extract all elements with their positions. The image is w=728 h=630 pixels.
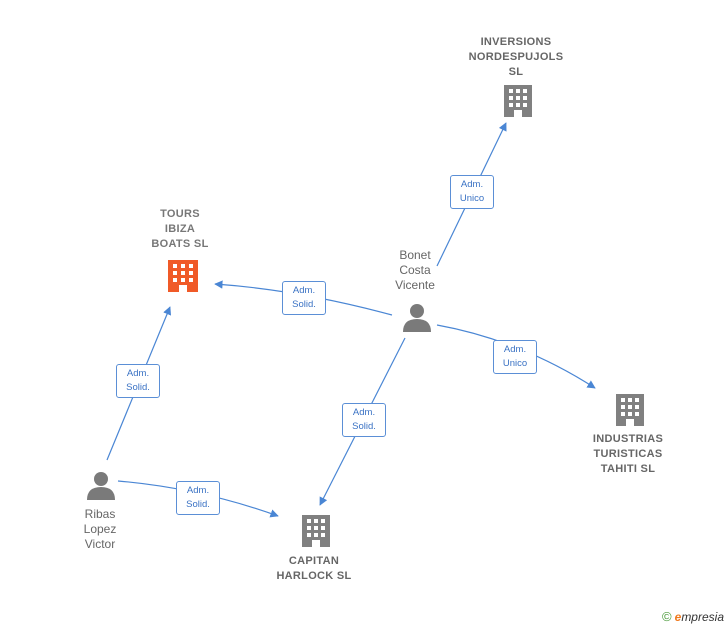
edge-label-ribas-tours: Adm. Solid. (116, 364, 160, 398)
building-icon[interactable] (504, 85, 532, 117)
edge-label-bonet-capitan: Adm. Solid. (342, 403, 386, 437)
person-label-bonet-costa-vicente[interactable]: Bonet Costa Vicente (395, 248, 435, 292)
edge-label-bonet-inversions: Adm. Unico (450, 175, 494, 209)
edge-label-bonet-industrias: Adm. Unico (493, 340, 537, 374)
brand-logo-initial: e (674, 609, 682, 624)
building-icon[interactable] (302, 515, 330, 547)
edge-label-bonet-tours: Adm. Solid. (282, 281, 326, 315)
copyright-icon: © (662, 609, 672, 624)
edge-label-ribas-capitan: Adm. Solid. (176, 481, 220, 515)
company-label-industrias-turisticas-tahiti[interactable]: INDUSTRIAS TURISTICAS TAHITI SL (592, 433, 664, 475)
building-icon[interactable] (616, 394, 644, 426)
company-label-capitan-harlock[interactable]: CAPITAN HARLOCK SL (276, 555, 352, 582)
person-icon[interactable] (87, 472, 115, 500)
person-label-ribas-lopez-victor[interactable]: Ribas Lopez Victor (83, 507, 117, 551)
company-label-tours-ibiza-boats[interactable]: TOURS IBIZA BOATS SL (151, 208, 209, 250)
company-label-inversions-nordespujols[interactable]: INVERSIONS NORDESPUJOLS SL (468, 36, 564, 78)
person-icon[interactable] (403, 304, 431, 332)
brand-logo-text: mpresia (681, 609, 724, 624)
building-icon[interactable] (168, 260, 198, 292)
